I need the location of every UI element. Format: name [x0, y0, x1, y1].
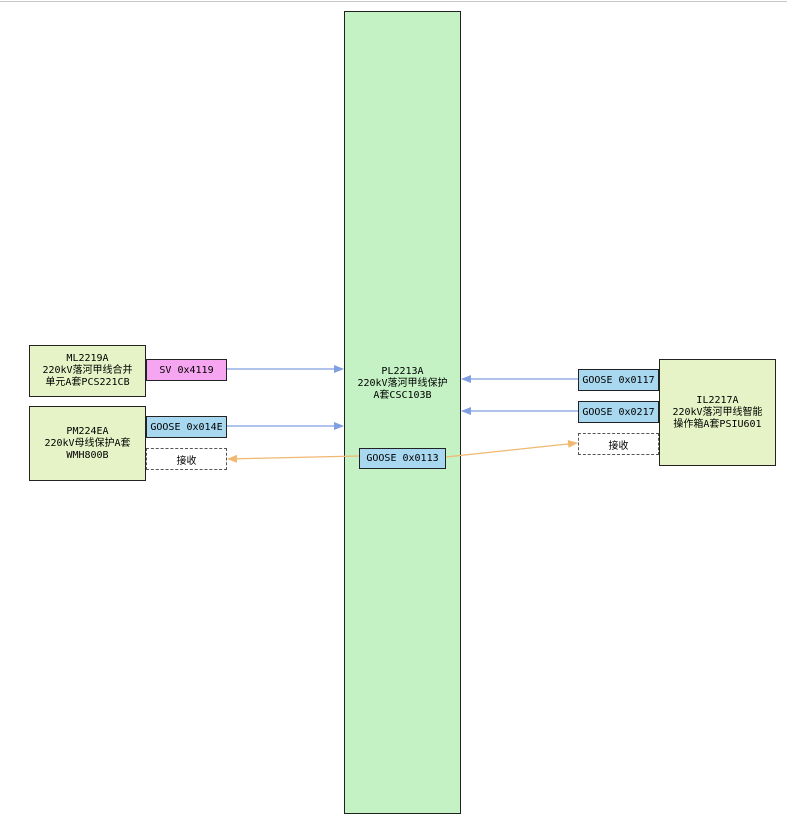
port-goose-0113[interactable]: GOOSE 0x0113 [359, 448, 446, 469]
main-device-desc-line2: A套CSC103B [373, 390, 432, 401]
main-device-label: PL2213A 220kV落河甲线保护 A套CSC103B [344, 366, 461, 402]
device-ml2219a-name: ML2219A [66, 353, 109, 364]
port-goose-0117[interactable]: GOOSE 0x0117 [578, 369, 659, 391]
device-pm224ea[interactable]: PM224EA 220kV母线保护A套 WMH800B [29, 406, 146, 481]
main-device-desc-line1: 220kV落河甲线保护 [357, 378, 448, 389]
port-goose-0217[interactable]: GOOSE 0x0217 [578, 401, 659, 423]
device-il2217a-desc-line2: 操作箱A套PSIU601 [673, 418, 762, 430]
device-il2217a[interactable]: IL2217A 220kV落河甲线智能 操作箱A套PSIU601 [659, 359, 776, 466]
device-pm224ea-desc-line1: 220kV母线保护A套 [44, 437, 131, 449]
device-pm224ea-desc-line2: WMH800B [66, 449, 109, 461]
link-goose-0113-to-left-receive [227, 454, 360, 463]
port-sv-4119[interactable]: SV 0x4119 [146, 359, 227, 381]
port-receive-left[interactable]: 接收 [146, 448, 227, 470]
device-il2217a-desc-line1: 220kV落河甲线智能 [672, 406, 763, 418]
main-device-name: PL2213A [381, 366, 424, 377]
port-receive-right[interactable]: 接收 [578, 433, 659, 455]
device-ml2219a[interactable]: ML2219A 220kV落河甲线合并 单元A套PCS221CB [29, 345, 146, 397]
main-device-pl2213a[interactable] [344, 11, 461, 814]
link-goose-0113-to-right-receive [445, 439, 578, 458]
top-border [0, 1, 787, 2]
device-ml2219a-desc-line1: 220kV落河甲线合并 [42, 365, 133, 376]
device-pm224ea-name: PM224EA [66, 425, 109, 437]
device-ml2219a-desc-line2: 单元A套PCS221CB [45, 377, 130, 388]
device-il2217a-name: IL2217A [696, 394, 739, 406]
port-goose-014e[interactable]: GOOSE 0x014E [146, 416, 227, 438]
